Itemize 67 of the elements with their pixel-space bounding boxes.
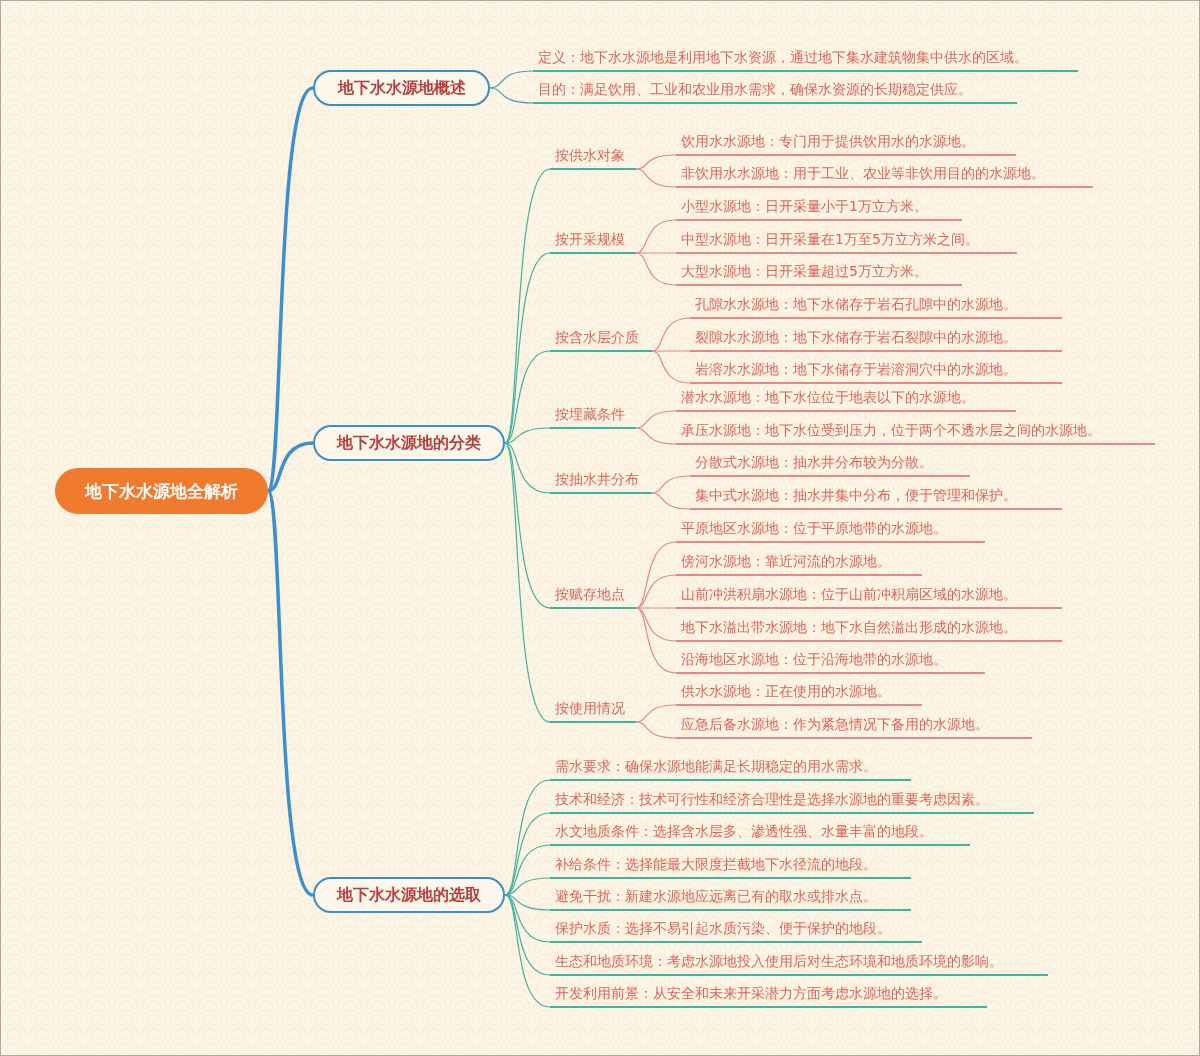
subtopic-text: 孔隙水水源地：地下水储存于岩石孔隙中的水源地。: [690, 294, 1062, 319]
connector-line: [504, 442, 551, 494]
connector-line: [651, 350, 691, 352]
main-topic-box: 地下水水源地的选取: [313, 877, 505, 913]
subtopic-text: 地下水溢出带水源地：地下水自然溢出形成的水源地。: [676, 617, 1062, 642]
main-topic-box: 地下水水源地的分类: [313, 425, 505, 461]
subtopic-text: 岩溶水水源地：地下水储存于岩溶洞穴中的水源地。: [690, 359, 1062, 384]
subtopic-text: 应急后备水源地：作为紧急情况下备用的水源地。: [676, 714, 1032, 739]
connector-line: [635, 721, 677, 739]
central-topic: 地下水水源地全解析: [55, 468, 268, 514]
topic-text: 目的：满足饮用、工业和农业用水需求，确保水资源的长期稳定供应。: [533, 79, 1017, 104]
subtopic-text: 中型水源地：日开采量在1万至5万立方米之间。: [676, 229, 1017, 254]
connector-line: [635, 607, 677, 674]
topic-text: 保护水质：选择不易引起水质污染、便于保护的地段。: [550, 918, 922, 943]
connector-line: [266, 86, 315, 492]
topic-text: 避免干扰：新建水源地应远离已有的取水或排水点。: [550, 886, 911, 911]
subtopic-text: 裂隙水水源地：地下水储存于岩石裂隙中的水源地。: [690, 327, 1062, 352]
topic-text: 需水要求：确保水源地能满足长期稳定的用水需求。: [550, 756, 911, 781]
connector-line: [504, 252, 551, 444]
connector-line: [635, 410, 677, 429]
subtopic-text: 山前冲洪积扇水源地：位于山前冲积扇区域的水源地。: [676, 584, 1062, 609]
connector-line: [635, 154, 677, 170]
topic-text: 技术和经济：技术可行性和经济合理性是选择水源地的重要考虑因素。: [550, 789, 1034, 814]
connector-line: [504, 442, 551, 723]
connector-line: [635, 541, 677, 609]
subtopic-text: 小型水源地：日开采量小于1万立方米。: [676, 196, 962, 221]
subtopic-text: 集中式水源地：抽水井集中分布，便于管理和保护。: [690, 485, 1062, 510]
connector-line: [635, 252, 677, 254]
subtopic-text: 非饮用水水源地：用于工业、农业等非饮用目的的水源地。: [676, 163, 1093, 188]
connector-line: [504, 427, 551, 444]
topic-text: 按赋存地点: [550, 584, 636, 609]
subtopic-text: 傍河水源地：靠近河流的水源地。: [676, 551, 922, 576]
topic-text: 按抽水井分布: [550, 469, 652, 494]
topic-text: 按供水对象: [550, 145, 636, 170]
topic-text: 补给条件：选择能最大限度拦截地下水径流的地段。: [550, 854, 911, 879]
subtopic-text: 承压水源地：地下水位受到压力，位于两个不透水层之间的水源地。: [676, 420, 1155, 445]
connector-line: [504, 442, 551, 609]
subtopic-text: 供水水源地：正在使用的水源地。: [676, 681, 922, 706]
subtopic-text: 潜水水源地：地下水位位于地表以下的水源地。: [676, 387, 1016, 412]
topic-text: 水文地质条件：选择含水层多、渗透性强、水量丰富的地段。: [550, 821, 970, 846]
topic-text: 按含水层介质: [550, 327, 652, 352]
connector-line: [504, 350, 551, 444]
connector-line: [651, 350, 691, 384]
connector-line: [266, 490, 315, 897]
subtopic-text: 平原地区水源地：位于平原地带的水源地。: [676, 518, 985, 543]
subtopic-text: 大型水源地：日开采量超过5万立方米。: [676, 261, 962, 286]
connector-line: [267, 441, 314, 493]
subtopic-text: 饮用水水源地：专门用于提供饮用水的水源地。: [676, 131, 1016, 156]
main-topic-box: 地下水水源地概述: [313, 70, 490, 106]
connector-line: [489, 70, 534, 89]
subtopic-text: 分散式水源地：抽水井分布较为分散。: [690, 452, 970, 477]
connector-line: [635, 704, 677, 723]
topic-text: 生态和地质环境：考虑水源地投入使用后对生态环境和地质环境的影响。: [550, 951, 1048, 976]
connector-line: [635, 427, 677, 445]
topic-text: 按开采规模: [550, 229, 636, 254]
connector-line: [489, 87, 534, 104]
connector-line: [635, 168, 677, 188]
topic-text: 开发利用前景：从安全和未来开采潜力方面考虑水源地的选择。: [550, 983, 987, 1008]
subtopic-text: 沿海地区水源地：位于沿海地带的水源地。: [676, 649, 985, 674]
connector-line: [651, 492, 691, 510]
topic-text: 按埋藏条件: [550, 404, 636, 429]
connector-line: [635, 252, 677, 286]
connector-line: [504, 894, 551, 1008]
connector-line: [651, 475, 691, 494]
topic-text: 定义：地下水水源地是利用地下水资源，通过地下集水建筑物集中供水的区域。: [533, 47, 1078, 72]
topic-text: 按使用情况: [550, 698, 636, 723]
connector-line: [504, 812, 551, 896]
